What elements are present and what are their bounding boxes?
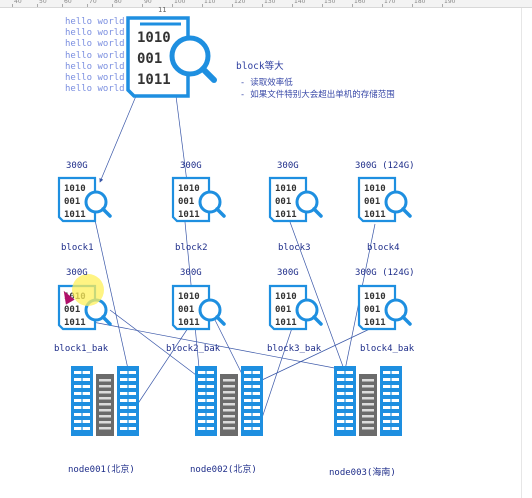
svg-text:001: 001 [64,305,80,315]
block-name-label: block4 [367,243,400,253]
backup-name-label: block1_bak [54,344,109,354]
svg-text:1010: 1010 [137,30,171,46]
svg-text:001: 001 [364,305,380,315]
svg-text:1011: 1011 [275,318,297,328]
note-item: - 如果文件特别大会超出单机的存储范围 [240,90,395,100]
cursor-highlight [72,274,104,306]
backup-size-label: 300G (124G) [355,268,415,278]
backup-size-label: 300G [277,268,299,278]
top-ruler: 40 50 60 70 80 90 100 110 120 130 140 15… [0,0,532,8]
svg-text:1011: 1011 [64,318,86,328]
svg-text:1011: 1011 [275,210,297,220]
code-line: hello world [65,50,125,61]
svg-text:1011: 1011 [64,210,86,220]
server-rack-icon [70,365,140,437]
code-line: hello world [65,28,125,39]
block-icon: 1010 001 1011 [357,176,412,223]
backup-block-icon: 1010 001 1011 [268,284,323,331]
server-rack-icon [194,365,264,437]
block-size-label: 300G [66,161,88,171]
svg-text:001: 001 [137,51,162,67]
code-line: hello world [65,73,125,84]
svg-text:1010: 1010 [364,292,386,302]
svg-text:1011: 1011 [364,210,386,220]
block-name-label: block1 [61,243,94,253]
code-text: hello world hello world hello world hell… [65,17,125,95]
block-size-label: 300G [277,161,299,171]
svg-text:1011: 1011 [178,318,200,328]
node-label: node002(北京) [190,465,257,475]
backup-size-label: 300G [66,268,88,278]
svg-text:1010: 1010 [64,184,86,194]
placement-connector [261,325,377,381]
split-connector [99,95,137,183]
code-line: hello world [65,17,125,27]
block-icon: 1010 001 1011 [57,176,112,223]
block-icon: 1010 001 1011 [171,176,226,223]
backup-block-icon: 1010 001 1011 [171,284,226,331]
node-label: node001(北京) [68,465,135,475]
placement-connector [289,221,346,373]
backup-size-label: 300G [180,268,202,278]
backup-name-label: block2_bak [166,344,221,354]
block-name-label: block2 [175,243,208,253]
svg-text:1010: 1010 [178,292,200,302]
canvas-edge-line [521,8,522,498]
block-icon: 1010 001 1011 [268,176,323,223]
code-line: hello world [65,61,125,72]
svg-text:1010: 1010 [364,184,386,194]
svg-text:1011: 1011 [364,318,386,328]
svg-text:001: 001 [178,305,194,315]
big-block-icon: 1010 001 1011 [126,16,217,98]
backup-name-label: block3_bak [267,344,322,354]
code-line: hello world [65,84,125,95]
placement-connector [261,315,297,419]
svg-text:1010: 1010 [178,184,200,194]
code-line: hello world [65,39,125,50]
server-rack-icon [333,365,403,437]
backup-name-label: block4_bak [360,344,415,354]
block-size-label: 300G (124G) [355,161,415,171]
ruler-marker: 11 [158,6,167,14]
notes-title: block等大 [236,61,284,72]
block-size-label: 300G [180,161,202,171]
placement-connector [81,319,346,371]
svg-text:001: 001 [178,197,194,207]
svg-text:001: 001 [64,197,80,207]
svg-text:1010: 1010 [275,292,297,302]
placement-connector [94,219,131,379]
backup-block-icon: 1010 001 1011 [357,284,412,331]
node-label: node003(海南) [329,468,396,478]
note-item: - 读取效率低 [240,78,293,88]
split-connector [175,95,189,183]
block-name-label: block3 [278,243,311,253]
svg-text:001: 001 [364,197,380,207]
svg-text:1011: 1011 [178,210,200,220]
svg-text:001: 001 [275,305,291,315]
svg-text:001: 001 [275,197,291,207]
svg-text:1011: 1011 [137,72,171,88]
placement-connector [109,309,201,379]
svg-text:1010: 1010 [275,184,297,194]
